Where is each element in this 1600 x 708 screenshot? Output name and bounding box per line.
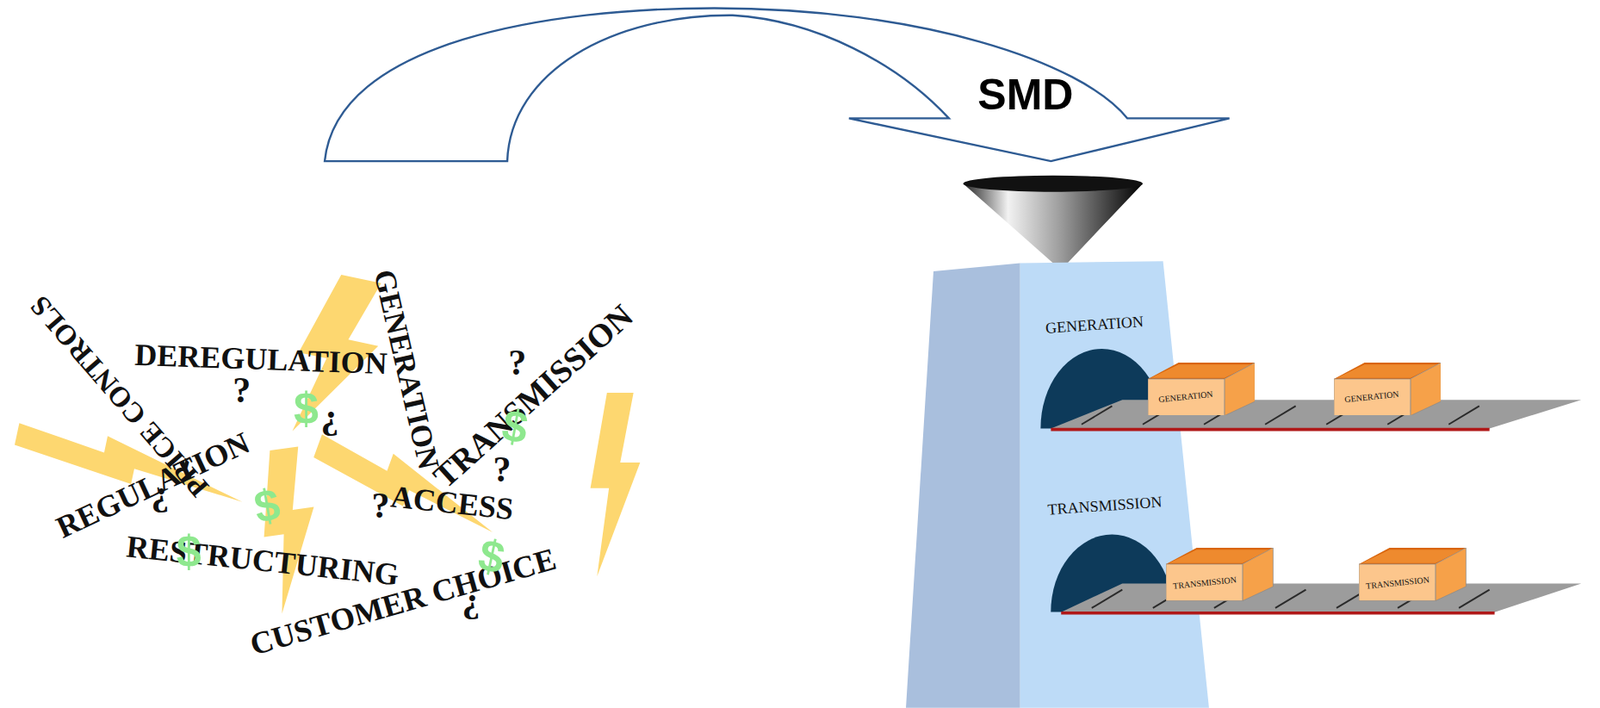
dollar-sign: $: [293, 385, 319, 431]
factory-tower: GENERATIONTRANSMISSION: [905, 260, 1210, 708]
question-mark: ?: [151, 482, 170, 519]
question-mark: ?: [508, 344, 527, 381]
product-box: TRANSMISSION: [1165, 547, 1273, 602]
issue-word: ACCESS: [389, 481, 515, 526]
box-shape: [1147, 362, 1255, 416]
belt-slat: [1265, 405, 1297, 424]
product-box: GENERATION: [1333, 362, 1441, 416]
belt-slat: [1448, 405, 1480, 424]
box-shape: [1333, 362, 1441, 416]
question-mark: ?: [320, 405, 339, 442]
tower-opening: [1050, 534, 1173, 613]
box-shape: [1358, 547, 1466, 602]
question-mark: ?: [232, 372, 251, 409]
process-label: SMD: [977, 73, 1073, 117]
question-mark: ?: [371, 487, 390, 524]
product-box: TRANSMISSION: [1358, 547, 1466, 602]
funnel: [963, 175, 1143, 267]
question-mark: ?: [492, 451, 511, 488]
belt-slat: [1275, 589, 1307, 608]
dollar-sign: $: [176, 528, 202, 574]
issue-word: DEREGULATION: [134, 339, 388, 379]
box-shape: [1165, 547, 1273, 602]
process-arrow: [324, 7, 1230, 162]
issue-word: RESTRUCTURING: [124, 530, 401, 590]
tower-opening: [1041, 348, 1164, 428]
question-mark: ?: [462, 589, 481, 626]
belt-slat: [1458, 589, 1490, 608]
product-box: GENERATION: [1147, 362, 1255, 416]
